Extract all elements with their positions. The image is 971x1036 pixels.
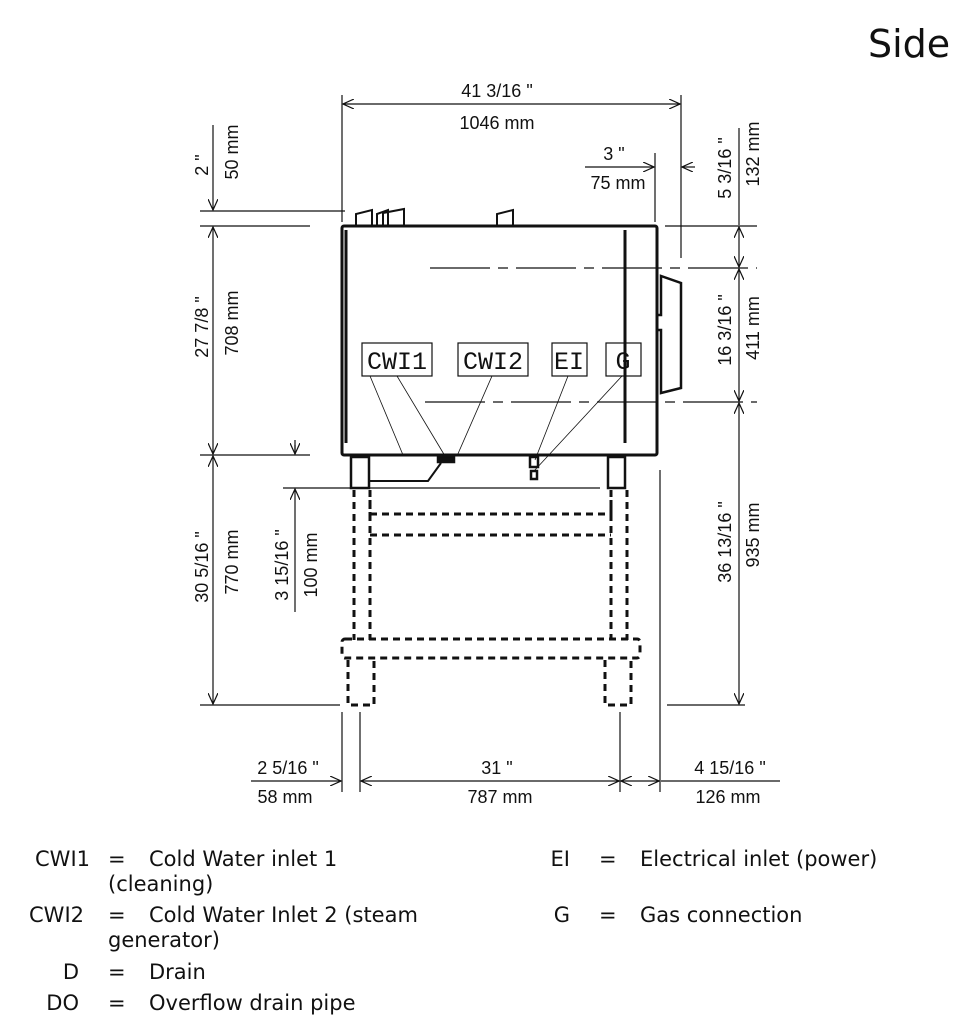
dim-handle-span-mm: 411 mm: [743, 296, 763, 360]
legend-code: DO: [46, 991, 79, 1015]
legend-eq: =: [108, 991, 126, 1015]
dim-left-labels: 2 " 50 mm 27 7/8 " 708 mm 30 5/16 " 770 …: [192, 124, 321, 602]
legend-desc: Cold Water Inlet 2 (steam: [149, 903, 418, 927]
dim-rear-in: 3 ": [603, 144, 624, 164]
legend-code: CWI1: [35, 847, 90, 871]
legend-code: EI: [550, 847, 570, 871]
dim-left-overhang-in: 2 5/16 ": [257, 758, 318, 778]
legend-desc: Overflow drain pipe: [149, 991, 356, 1015]
optional-stand-dashed: [340, 490, 642, 707]
callout-ei: EI: [554, 348, 584, 377]
legend-eq: =: [108, 960, 126, 984]
legend-code: D: [62, 960, 79, 984]
dim-bottom-labels: 2 5/16 " 58 mm 31 " 787 mm 4 15/16 " 126…: [257, 758, 765, 807]
dim-drop-mm: 100 mm: [301, 532, 321, 597]
legend-eq: =: [108, 847, 126, 871]
dim-handle-span-in: 16 3/16 ": [715, 294, 735, 365]
dim-right-overhang-mm: 126 mm: [695, 787, 760, 807]
legend-desc: Cold Water inlet 1: [149, 847, 338, 871]
appliance-body: [340, 207, 683, 457]
dim-body-height-in: 27 7/8 ": [192, 296, 212, 357]
door-handle: [657, 274, 683, 395]
legend-desc-cont: (cleaning): [108, 872, 214, 896]
dim-leg-span-mm: 787 mm: [467, 787, 532, 807]
dim-drop-in: 3 15/16 ": [272, 529, 292, 600]
dim-stand-height-in: 30 5/16 ": [192, 531, 212, 602]
dim-top-pipes-mm: 50 mm: [222, 124, 242, 179]
dim-width-mm: 1046 mm: [459, 113, 534, 133]
dim-body-height-mm: 708 mm: [222, 290, 242, 355]
legend-desc: Drain: [149, 960, 206, 984]
dim-rear-mm: 75 mm: [590, 173, 645, 193]
legs-and-connections: [349, 454, 627, 490]
legend-eq: =: [599, 847, 617, 871]
dim-right-overhang-in: 4 15/16 ": [694, 758, 765, 778]
legend-desc: Electrical inlet (power): [640, 847, 878, 871]
dim-handle-floor-in: 36 13/16 ": [715, 501, 735, 582]
legend-desc: Gas connection: [640, 903, 803, 927]
dim-rear-offset: [585, 153, 695, 222]
legend-desc-cont: generator): [108, 928, 220, 952]
legend-eq: =: [108, 903, 126, 927]
dim-stand-height-mm: 770 mm: [222, 529, 242, 594]
dim-leg-span-in: 31 ": [481, 758, 512, 778]
callouts: CWI1 CWI2 EI G: [361, 342, 642, 472]
callout-cwi1: CWI1: [367, 348, 427, 377]
dim-bottom: [251, 470, 780, 792]
dim-left-overhang-mm: 58 mm: [257, 787, 312, 807]
dim-right-labels: 5 3/16 " 132 mm 16 3/16 " 411 mm 36 13/1…: [715, 121, 763, 582]
view-title: Side: [868, 22, 950, 66]
dim-handle-floor-mm: 935 mm: [743, 502, 763, 567]
dim-width-in: 41 3/16 ": [461, 81, 532, 101]
legend-code: G: [553, 903, 570, 927]
dim-handle-top-in: 5 3/16 ": [715, 137, 735, 198]
dim-overall-width: [341, 95, 682, 258]
callout-cwi2: CWI2: [463, 348, 523, 377]
legend-eq: =: [599, 903, 617, 927]
callout-g: G: [615, 348, 630, 377]
legend-code: CWI2: [29, 903, 84, 927]
dim-top-pipes-in: 2 ": [192, 154, 212, 175]
dim-left-verticals: [200, 125, 600, 706]
dim-handle-top-mm: 132 mm: [743, 121, 763, 186]
